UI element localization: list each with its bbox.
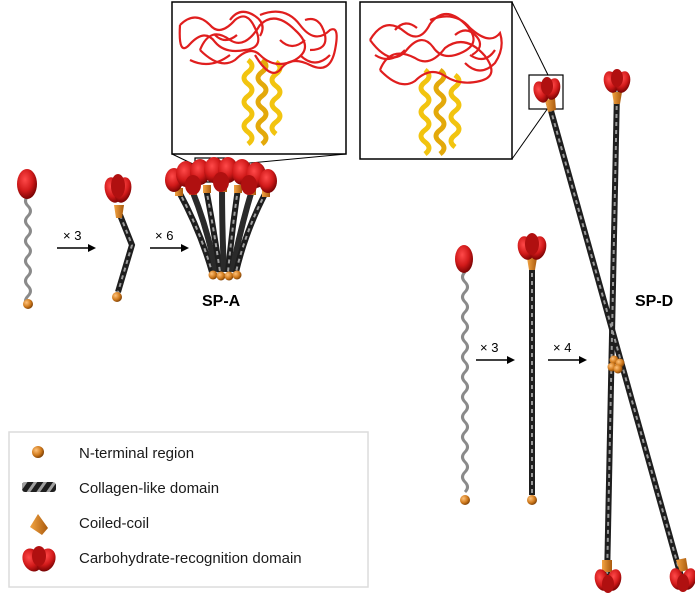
collagen-icon: [22, 482, 56, 492]
multiplier-label: × 4: [553, 340, 571, 355]
n-terminal-icon: [112, 292, 122, 302]
crd-icon: [533, 69, 695, 593]
sp-a-monomer: [17, 169, 37, 309]
legend-item-n-terminal: N-terminal region: [32, 445, 194, 462]
arrow-x3-a: × 3: [57, 228, 96, 252]
structure-inset-sp-d: [359, 1, 513, 160]
sp-a-trimer: [104, 174, 136, 302]
sp-a-label: SP-A: [202, 293, 241, 310]
arrow-x6-a: × 6: [150, 228, 189, 252]
arrow-x3-d: × 3: [476, 340, 515, 364]
n-terminal-icon: [23, 299, 33, 309]
crd-icon: [517, 233, 547, 260]
zoom-box: [528, 74, 564, 110]
n-terminal-icon: [32, 446, 44, 458]
coiled-coil-icon: [30, 514, 48, 535]
sp-d-label: SP-D: [635, 293, 673, 310]
ribbon-cluster: [178, 10, 338, 74]
crd-icon: [17, 169, 37, 199]
crd-icon: [455, 245, 473, 273]
legend-label: Collagen-like domain: [79, 480, 219, 497]
legend-label: Carbohydrate-recognition domain: [79, 550, 302, 567]
arrow-x4-d: × 4: [548, 340, 587, 364]
n-terminal-icon: [527, 495, 537, 505]
n-terminal-icon: [208, 270, 242, 281]
sp-a-bouquet: [165, 157, 277, 281]
crd-icon: [104, 174, 132, 203]
crd-icon: [22, 546, 56, 572]
sp-d-monomer: [455, 245, 473, 505]
legend-item-collagen: Collagen-like domain: [22, 480, 219, 497]
multiplier-label: × 3: [480, 340, 498, 355]
n-terminal-icon: [607, 355, 625, 374]
legend: N-terminal region Collagen-like domain C…: [8, 431, 369, 588]
crd-icon: [165, 157, 277, 195]
sp-d-cross: [533, 69, 695, 593]
helix-bundle: [418, 68, 462, 156]
multiplier-label: × 6: [155, 228, 173, 243]
legend-label: Coiled-coil: [79, 515, 149, 532]
helix-bundle: [241, 58, 283, 146]
structure-inset-sp-a: [171, 1, 347, 155]
sp-d-trimer: [517, 233, 547, 505]
legend-item-crd: Carbohydrate-recognition domain: [22, 546, 302, 572]
zoom-line: [511, 107, 549, 160]
multiplier-label: × 3: [63, 228, 81, 243]
zoom-line: [511, 1, 549, 76]
ribbon-cluster: [369, 12, 503, 86]
legend-item-coiled-coil: Coiled-coil: [30, 514, 149, 535]
legend-label: N-terminal region: [79, 445, 194, 462]
n-terminal-icon: [460, 495, 470, 505]
